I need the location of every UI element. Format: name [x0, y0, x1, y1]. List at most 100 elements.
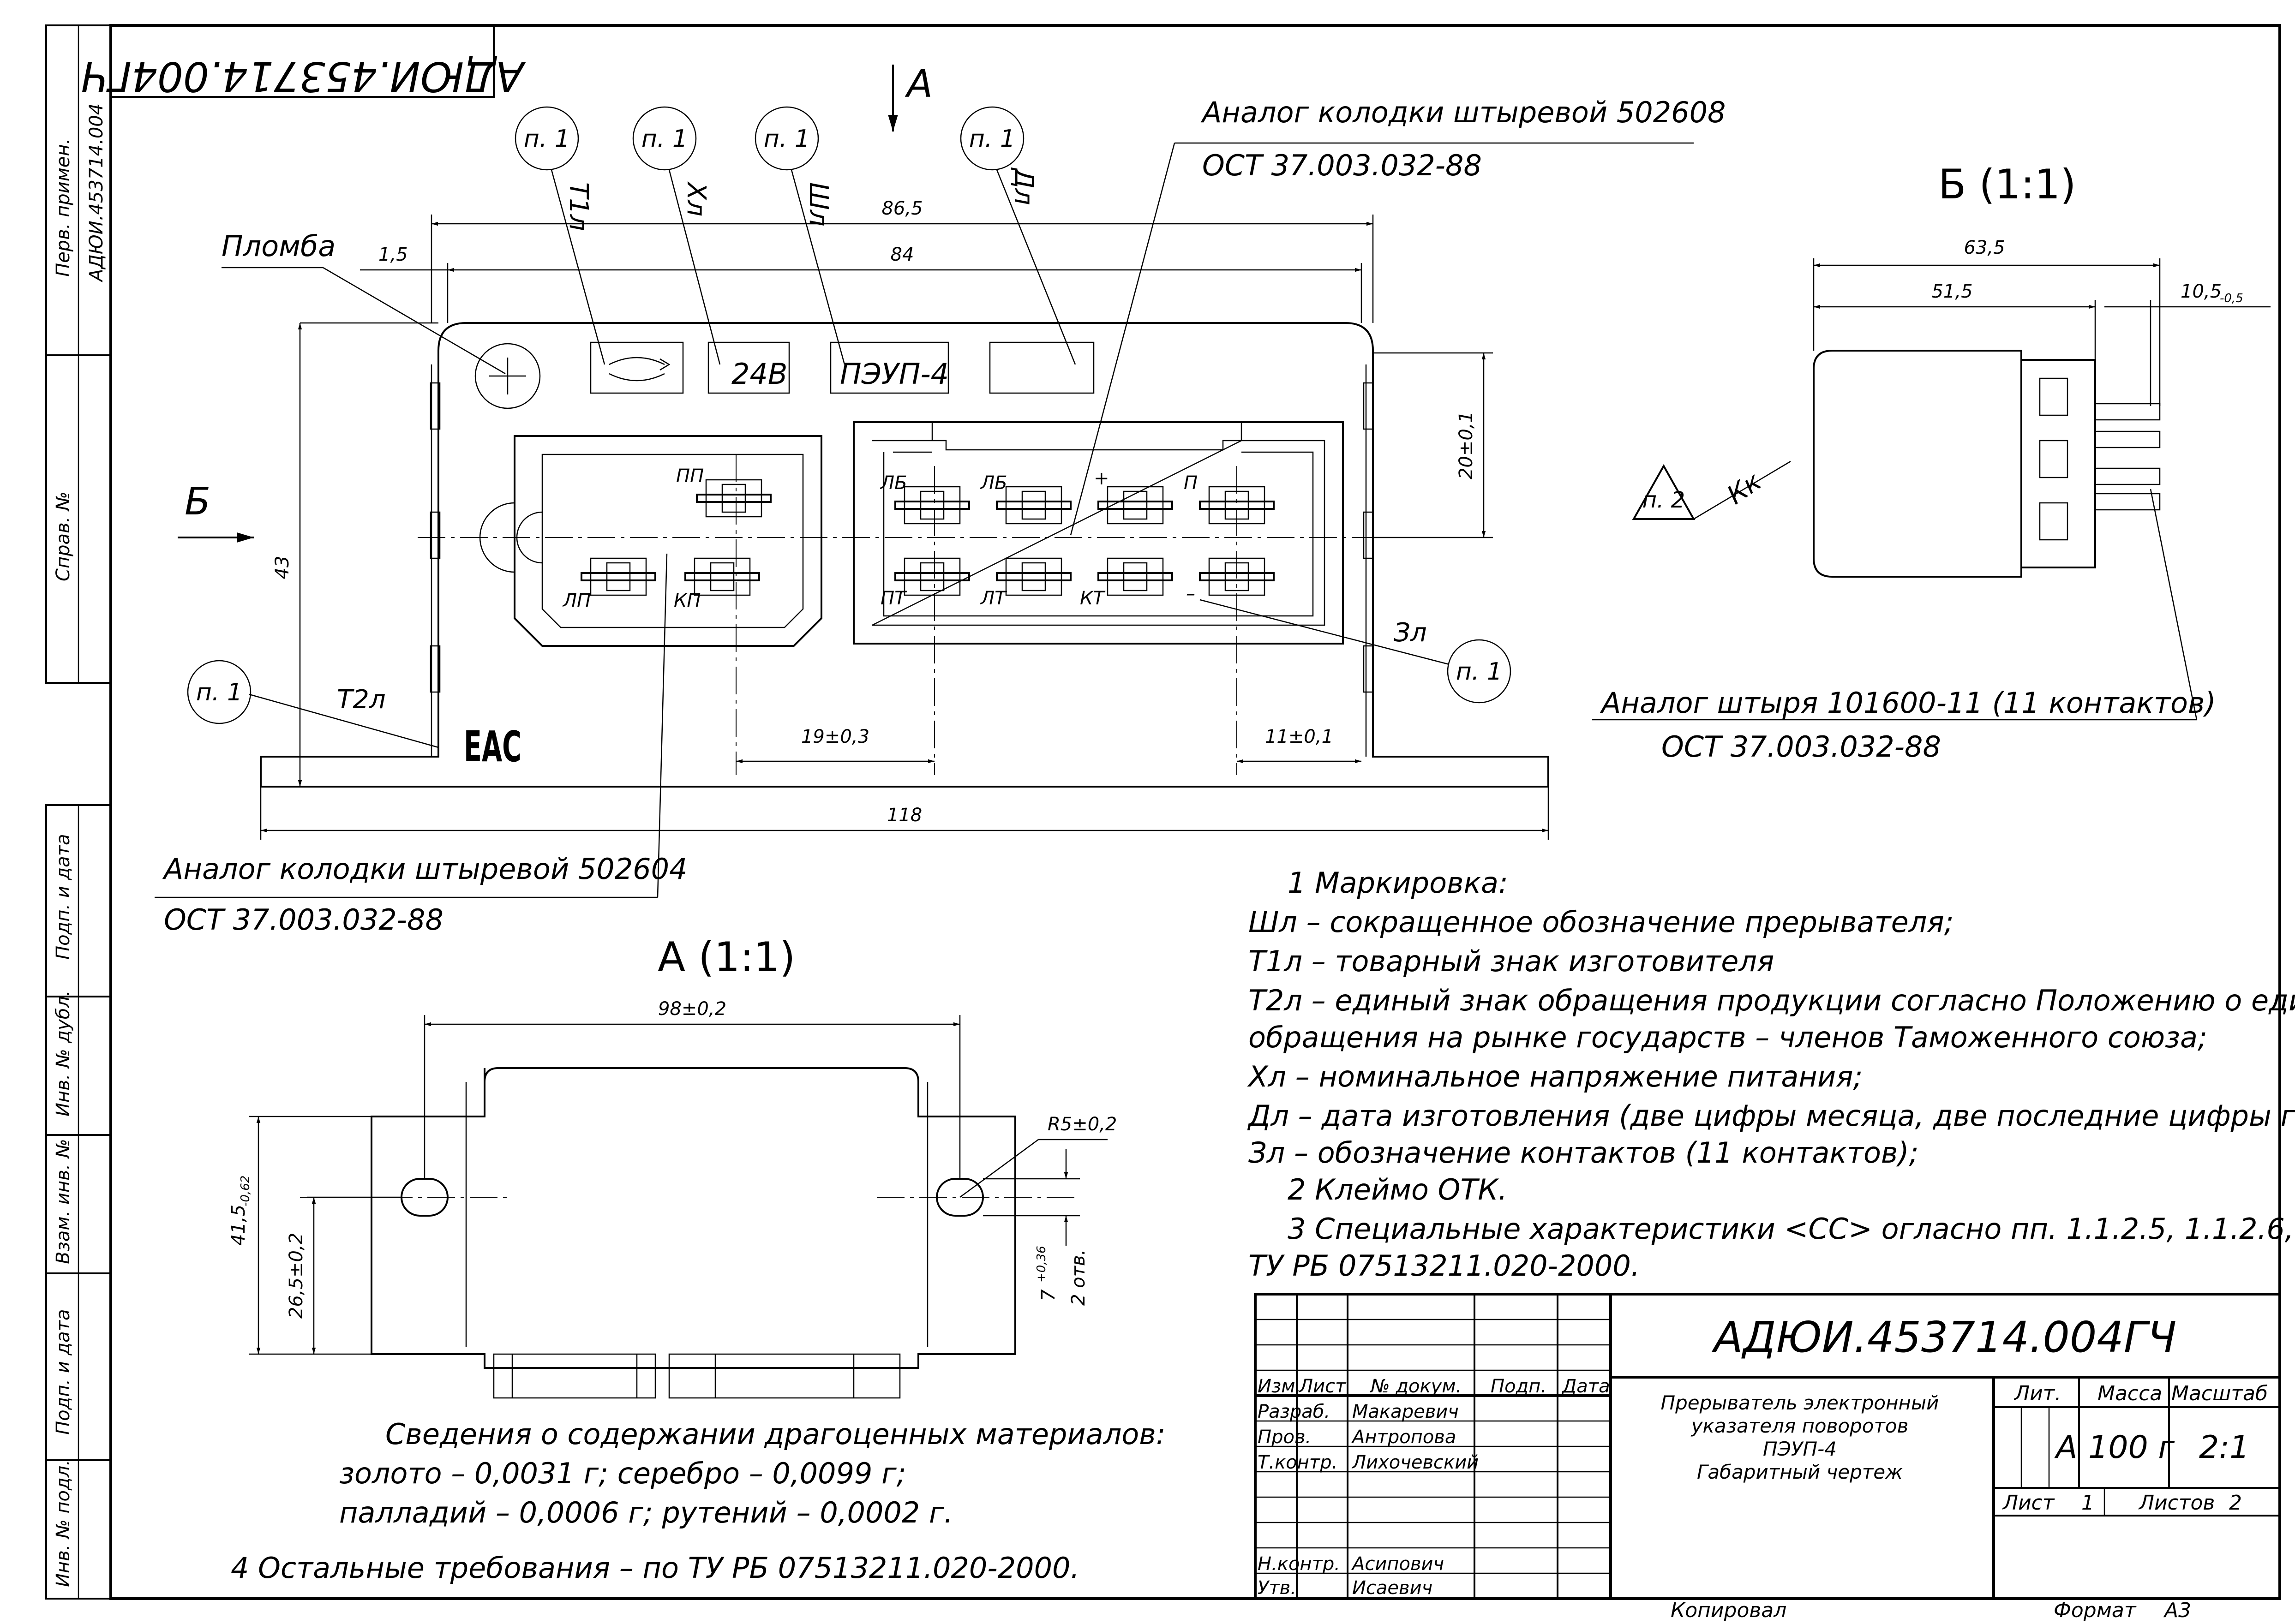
title-block: Изм. Лист № докум. Подп. Дата Разраб. Ма… [1254, 1293, 2281, 1622]
label-dl: Дл [1009, 167, 1039, 205]
connector-bottom-line-1: Аналог колодки штыревой 502604 [162, 852, 688, 886]
pin-label-kp: КП [674, 590, 701, 611]
tb-title-line-3: ПЭУП-4 [1763, 1438, 1837, 1460]
tb-name-utv: Исаевич [1352, 1577, 1432, 1599]
marking-name: ПЭУП-4 [840, 357, 949, 391]
view-b-dim-63-5: 63,5 [1964, 237, 2005, 258]
view-a-arrow-label: А [905, 62, 933, 106]
mirrored-designation: АДЮИ.453714.004ГЧ [81, 53, 526, 100]
vzam-inv-label: Взам. инв. № [53, 1139, 74, 1264]
technical-notes: 1 Маркировка: Шл – сокращенное обозначен… [1247, 866, 2295, 1283]
view-b-kk: Кк [1722, 466, 1767, 511]
callout-shl: п. 1 [764, 125, 810, 153]
mirrored-designation-box: АДЮИ.453714.004ГЧ [81, 25, 526, 100]
label-shl: Шл [803, 182, 833, 227]
note-1c: Т2л – единый знак обращения продукции со… [1248, 984, 2295, 1017]
pin-label-lb-1: ЛБ [880, 472, 907, 494]
note-1e: Дл – дата изготовления (две цифры месяца… [1247, 1099, 2295, 1133]
view-a-dim-41-5-tol: -0,62 [239, 1176, 252, 1206]
view-a: А (1:1) 98±0,2 41,5 -0,62 26,5±0,2 7 [228, 933, 1117, 1399]
label-t2l: Т2л [337, 685, 386, 715]
main-dimensions: 86,5 84 1,5 43 20±0,1 19±0,3 11±0,1 118 [260, 198, 1549, 840]
tb-sheets-value: 2 [2229, 1491, 2242, 1515]
tb-scale-label: Масштаб [2171, 1382, 2268, 1405]
pin-label-plus: + [1094, 468, 1109, 489]
note-4: 4 Остальные требования – по ТУ РБ 075132… [231, 1551, 1079, 1585]
tb-role-tkontr: Т.контр. [1258, 1452, 1337, 1473]
view-b-triangle-label: п. 2 [1642, 487, 1685, 513]
label-xl: Хл [681, 181, 711, 216]
label-t1l: Т1л [563, 182, 593, 231]
pin-label-p: П [1184, 472, 1198, 494]
pin-label-lb-2: ЛБ [980, 472, 1007, 494]
pin-label-lp: ЛП [562, 590, 591, 611]
main-view: 24В ПЭУП-4 ПП [155, 62, 1726, 937]
tb-role-prov: Пров. [1258, 1427, 1311, 1448]
dim-19: 19±0,3 [801, 726, 869, 747]
precious-line-1: золото – 0,0031 г; серебро – 0,0099 г; [339, 1457, 906, 1490]
callout-t2l: п. 1 [196, 679, 242, 706]
pin-label-kt: КТ [1080, 588, 1106, 609]
tb-copied-label: Копировал [1671, 1599, 1786, 1622]
perv-primen-label: Перв. примен. [53, 138, 74, 277]
tb-sheets-label: Листов [2138, 1491, 2215, 1515]
view-b-pin-note-2: ОСТ 37.003.032-88 [1661, 730, 1941, 764]
perv-primen-value: АДЮИ.453714.004 [86, 103, 107, 283]
tb-header-list: Лист [1298, 1376, 1347, 1397]
tb-header-data: Дата [1561, 1376, 1610, 1397]
note-1: 1 Маркировка: [1288, 866, 1508, 900]
callout-zl: п. 1 [1456, 658, 1502, 686]
pin-label-pt: ПТ [881, 588, 907, 609]
tb-header-doc: № докум. [1370, 1376, 1462, 1397]
view-b: Б (1:1) 63,5 51,5 10,5 -0,5 п. 2 Кк Анал… [1592, 161, 2271, 764]
tb-sheet-label: Лист [2002, 1491, 2055, 1515]
note-1c2: обращения на рынке государств – членов Т… [1248, 1021, 2207, 1054]
tb-name-nkontr: Асипович [1351, 1553, 1444, 1575]
tb-role-nkontr: Н.контр. [1258, 1553, 1340, 1575]
tb-mass-value: 100 г [2088, 1429, 2175, 1466]
tb-title-line-2: указателя поворотов [1690, 1415, 1909, 1437]
side-strip: Перв. примен. АДЮИ.453714.004 Справ. № П… [53, 103, 107, 1587]
callout-xl: п. 1 [641, 125, 688, 153]
tb-scale-value: 2:1 [2199, 1429, 2249, 1466]
tb-lit-label: Лит. [2013, 1382, 2061, 1405]
connector-bottom-line-2: ОСТ 37.003.032-88 [164, 903, 443, 937]
inv-podl-label: Инв. № подл. [53, 1460, 74, 1587]
dim-43: 43 [272, 556, 293, 579]
pin-label-pp: ПП [676, 466, 704, 487]
tb-format-label: Формат [2054, 1599, 2137, 1622]
tb-format-value: А3 [2163, 1599, 2191, 1622]
view-a-dim-41-5: 41,5 [228, 1205, 249, 1246]
precious-line-2: палладий – 0,0006 г; рутений – 0,0002 г. [339, 1496, 953, 1529]
tb-header-izm: Изм. [1258, 1376, 1301, 1397]
sprav-no-label: Справ. № [53, 491, 74, 581]
tb-title-line-4: Габаритный чертеж [1697, 1461, 1903, 1483]
precious-title: Сведения о содержании драгоценных матери… [385, 1417, 1166, 1451]
tb-name-tkontr: Лихочевский [1351, 1452, 1479, 1473]
callout-dl: п. 1 [969, 125, 1015, 153]
callouts: п. 1 п. 1 п. 1 п. 1 п. 1 п. 1 [187, 106, 1511, 748]
view-b-dim-51-5: 51,5 [1931, 281, 1972, 302]
dim-118: 118 [887, 805, 922, 826]
tb-name-prov: Антропова [1351, 1427, 1456, 1448]
view-a-title: А (1:1) [658, 933, 795, 981]
tb-mass-label: Масса [2097, 1382, 2162, 1405]
sheet-frame [45, 24, 2281, 1600]
note-2: 2 Клеймо ОТК. [1288, 1173, 1507, 1206]
tb-role-razrab: Разраб. [1258, 1401, 1330, 1422]
view-a-dim-7: 7 [1038, 1289, 1059, 1301]
view-a-dim-26-5: 26,5±0,2 [286, 1233, 307, 1319]
view-b-arrow-label: Б [185, 480, 210, 524]
inv-dubl-label: Инв. № дубл. [53, 990, 74, 1116]
precious-materials: Сведения о содержании драгоценных матери… [231, 1417, 1166, 1585]
tb-designation: АДЮИ.453714.004ГЧ [1712, 1313, 2177, 1362]
dim-20: 20±0,1 [1456, 411, 1477, 479]
dim-84: 84 [891, 244, 914, 265]
tb-name-razrab: Макаревич [1352, 1401, 1459, 1422]
connector-top-line-1: Аналог колодки штыревой 502608 [1200, 96, 1726, 129]
plomba-label: Пломба [222, 229, 336, 263]
tb-sheet-value: 1 [2081, 1491, 2094, 1515]
view-b-dim-10-5: 10,5 [2181, 281, 2222, 302]
note-1b: Т1л – товарный знак изготовителя [1248, 944, 1774, 978]
